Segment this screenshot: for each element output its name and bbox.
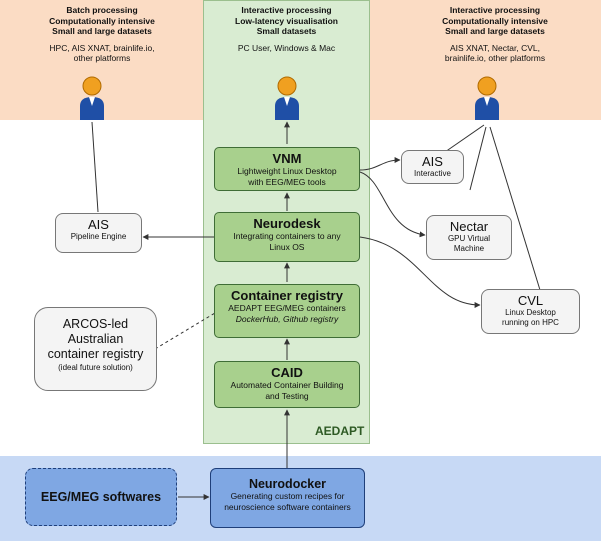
arrow-vnm-to-ais-interactive	[359, 157, 401, 171]
header-center-line4: PC User, Windows & Mac	[237, 42, 336, 53]
nectar-title: Nectar	[449, 219, 489, 234]
arcos-line1: ARCOS-led	[62, 317, 129, 331]
header-batch-line2: Computationally intensive	[49, 15, 155, 26]
line-right-user-ais	[444, 124, 485, 153]
neurodocker-title: Neurodocker	[248, 477, 327, 491]
nectar-line1: GPU Virtual	[447, 234, 491, 243]
interactive-user-icon	[475, 76, 499, 120]
neurodocker-line2: neuroscience software containers	[224, 502, 351, 512]
registry-box: Container registry AEDAPT EEG/MEG contai…	[214, 284, 360, 338]
batch-user-icon	[80, 76, 104, 120]
header-batch-line5: other platforms	[73, 53, 131, 63]
caid-line1: Automated Container Building	[230, 380, 344, 390]
line-right-user-cvl	[489, 126, 541, 291]
ais-pipeline-box: AIS Pipeline Engine	[55, 213, 142, 253]
eeg-softwares-label: EEG/MEG softwares	[40, 490, 162, 504]
header-center: Interactive processing Low-latency visua…	[205, 5, 368, 53]
arrow-neurodesk-to-cvl	[359, 236, 481, 308]
registry-line1: AEDAPT EEG/MEG containers	[228, 303, 346, 313]
cvl-line1: Linux Desktop	[505, 308, 556, 317]
desktop-user-icon	[275, 76, 299, 120]
registry-line2: DockerHub, Github registry	[235, 314, 339, 324]
ais-interactive-title: AIS	[422, 154, 443, 169]
vnm-line2: with EEG/MEG tools	[248, 177, 326, 187]
line-batch-user-ais	[91, 121, 99, 213]
nectar-box: Nectar GPU Virtual Machine	[426, 215, 512, 260]
header-center-line3: Small datasets	[256, 26, 317, 36]
header-interactive-line5: brainlife.io, other platforms	[444, 53, 546, 63]
caid-box: CAID Automated Container Building and Te…	[214, 361, 360, 408]
vnm-box: VNM Lightweight Linux Desktop with EEG/M…	[214, 147, 360, 191]
cvl-title: CVL	[517, 293, 544, 308]
arcos-line4: (ideal future solution)	[58, 363, 133, 372]
header-interactive: Interactive processing Computationally i…	[405, 5, 585, 64]
header-center-line2: Low-latency visualisation	[235, 15, 338, 26]
vnm-title: VNM	[272, 151, 302, 166]
neurodesk-line2: Linux OS	[269, 242, 305, 252]
header-batch-line1: Batch processing	[66, 5, 138, 15]
arcos-line3: container registry	[47, 347, 144, 361]
ais-interactive-box: AIS Interactive	[401, 150, 464, 184]
header-interactive-line3: Small and large datasets	[445, 26, 545, 36]
arrow-vnm-to-nectar	[359, 171, 426, 238]
ais-interactive-line1: Interactive	[414, 169, 451, 178]
dashed-arcos-to-registry	[149, 309, 221, 353]
header-center-line1: Interactive processing	[241, 5, 332, 15]
header-interactive-line2: Computationally intensive	[442, 15, 548, 26]
header-batch-line4: HPC, AIS XNAT, brainlife.io,	[49, 42, 155, 53]
neurodocker-box: Neurodocker Generating custom recipes fo…	[210, 468, 365, 528]
ais-pipeline-title: AIS	[88, 217, 109, 232]
arcos-box: ARCOS-led Australian container registry …	[34, 307, 157, 391]
caid-title: CAID	[271, 365, 303, 380]
neurodesk-line1: Integrating containers to any	[233, 231, 341, 241]
caid-line2: and Testing	[265, 391, 309, 401]
ais-pipeline-line1: Pipeline Engine	[70, 232, 127, 241]
cvl-line2: running on HPC	[502, 318, 559, 327]
neurodesk-box: Neurodesk Integrating containers to any …	[214, 212, 360, 262]
header-batch-line3: Small and large datasets	[52, 26, 152, 36]
aedapt-label: AEDAPT	[315, 424, 365, 438]
neurodesk-title: Neurodesk	[253, 216, 321, 231]
header-interactive-line1: Interactive processing	[449, 5, 541, 15]
eeg-softwares-box: EEG/MEG softwares	[25, 468, 177, 526]
nectar-line2: Machine	[453, 244, 485, 253]
neurodocker-line1: Generating custom recipes for	[230, 491, 345, 501]
registry-title: Container registry	[231, 288, 343, 303]
line-right-user-nectar	[469, 126, 487, 191]
header-interactive-line4: AIS XNAT, Nectar, CVL,	[449, 42, 541, 53]
header-batch: Batch processing Computationally intensi…	[22, 5, 182, 64]
arcos-line2: Australian	[67, 332, 124, 346]
vnm-line1: Lightweight Linux Desktop	[237, 166, 337, 176]
cvl-box: CVL Linux Desktop running on HPC	[481, 289, 580, 334]
